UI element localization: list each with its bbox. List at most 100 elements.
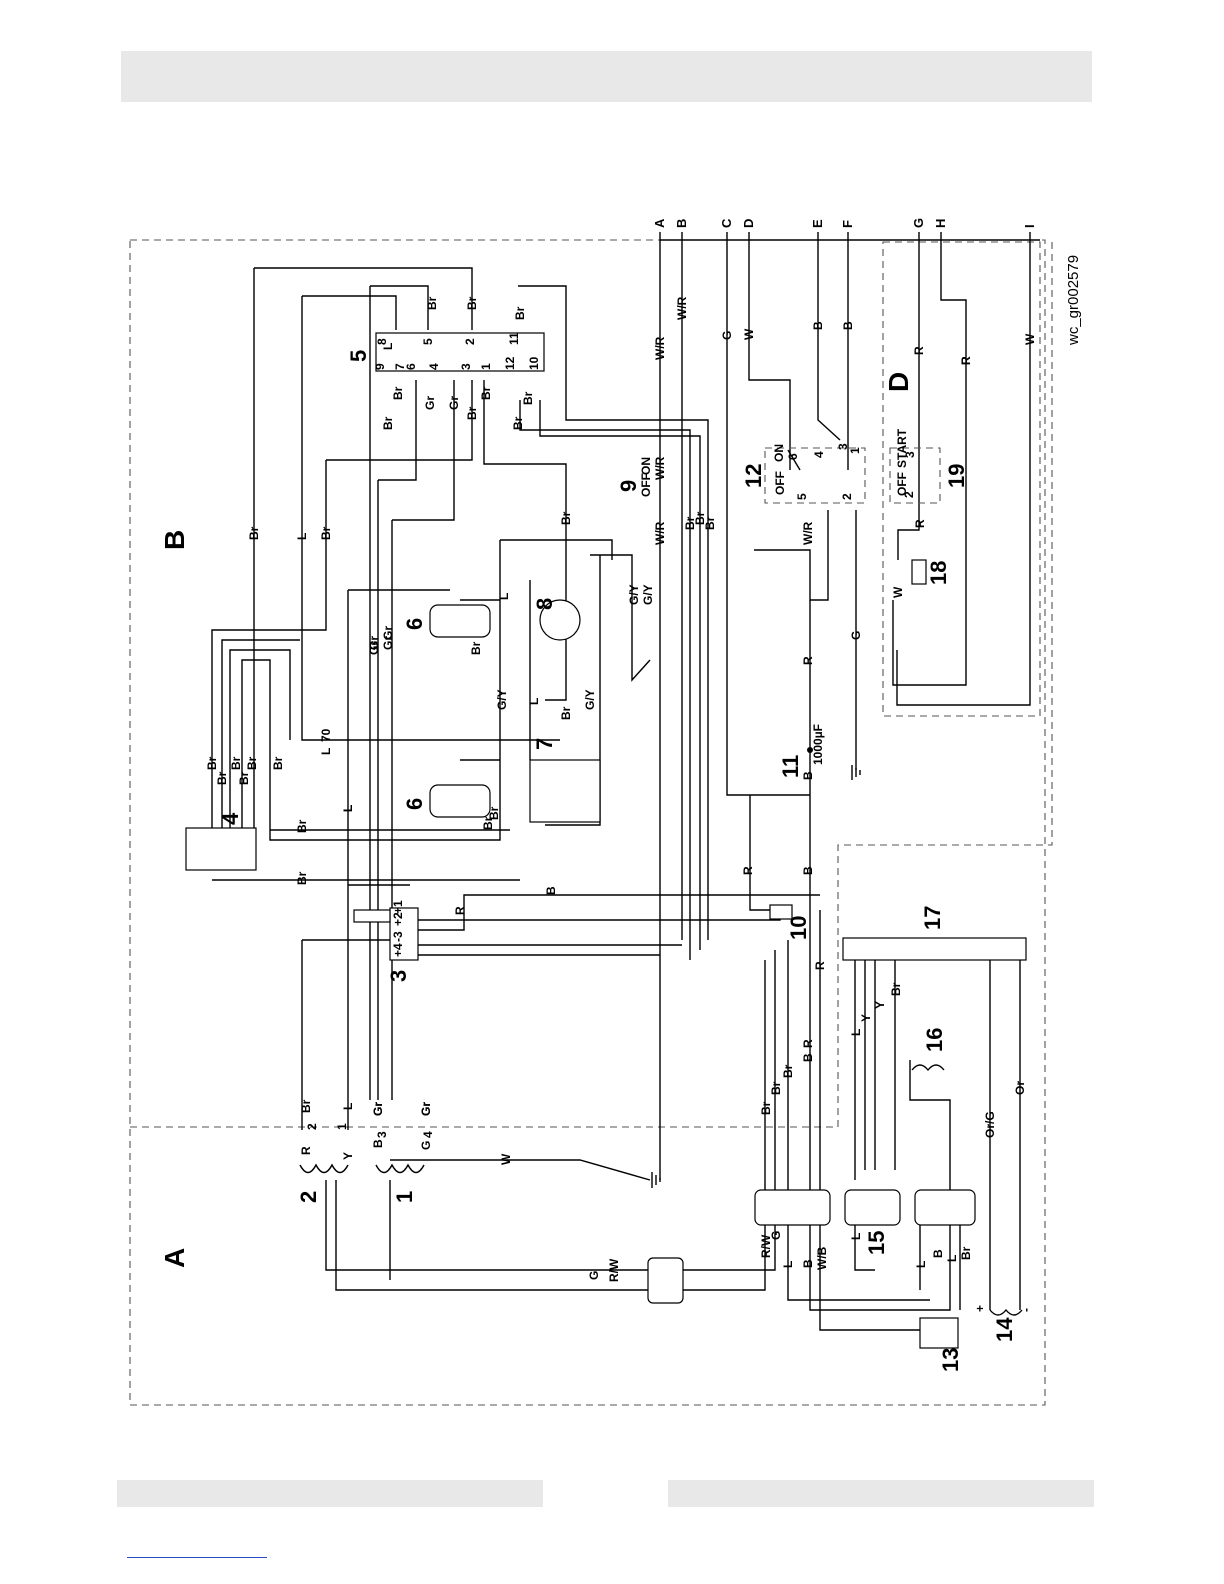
wire-label-w73: Br [889, 982, 903, 996]
ground-symbol-1 [651, 1172, 661, 1188]
wire-label-w46: Br [215, 771, 229, 785]
pin-label-cap: 1000µF [811, 724, 825, 765]
wire-label-w2: W/R [675, 296, 689, 320]
wire-label-w45: Br [205, 756, 219, 770]
pin-label-k2: 4 [812, 451, 826, 458]
pin-label-k7: 3 [903, 451, 917, 458]
pin-label-t10: + [973, 1305, 987, 1312]
wire-label-w84: W [499, 1153, 513, 1165]
pin-label-k10: OFF [773, 471, 787, 495]
wire-label-w52: Br [237, 771, 251, 785]
wire-label-w74: Or/G [983, 1111, 997, 1138]
connector-15 [844, 1189, 901, 1226]
wire-label-w66: R [813, 961, 827, 970]
diode-bridge-3 [389, 907, 419, 961]
wire-label-w13: Br [381, 416, 395, 430]
wire-label-w50: L [341, 805, 355, 812]
pin-label-s12: 10 [527, 356, 541, 370]
coil-2 [299, 1163, 349, 1174]
pin-label-k1: 6 [786, 453, 800, 460]
wire-label-w71: Y [859, 1014, 873, 1022]
wire-label-w82: B [371, 1139, 385, 1148]
component-number-6a: 6 [402, 618, 427, 630]
wire-label-w78: Gr [371, 1102, 385, 1116]
pin-label-t7: +2 [391, 912, 405, 926]
outlet-7-frame [529, 759, 601, 823]
component-number-7: 7 [532, 738, 557, 750]
fuse-10 [769, 904, 793, 920]
wire-label-w60: R [913, 519, 927, 528]
pin-label-s7: 3 [459, 363, 473, 370]
wire-label-w33: G/Y [495, 689, 509, 710]
component-number-2: 2 [296, 1191, 321, 1203]
wire-label-w70: L [849, 1029, 863, 1036]
terminal-b: B [674, 219, 689, 228]
wire-label-w54: B [544, 886, 558, 895]
wire-label-w21: Br [465, 406, 479, 420]
wire-label-w95: G [587, 1271, 601, 1280]
wire-label-w5: B [811, 321, 825, 330]
wire-label-w19: Gr [423, 396, 437, 410]
wire-label-w37: L [319, 748, 333, 755]
wire-label-w43: Br [295, 819, 309, 833]
wire-label-w47: Br [229, 756, 243, 770]
pin-label-k14: OFF [639, 473, 653, 497]
wire-label-w75: Or [1013, 1081, 1027, 1095]
wire-label-w99: L [341, 805, 355, 812]
wire-label-w12: Br [319, 526, 333, 540]
switch-19 [889, 447, 941, 504]
wire-label-w101: Gr [419, 1102, 433, 1116]
wire-label-w90: L [849, 1233, 863, 1240]
wire-label-w44: Br [271, 756, 285, 770]
pin-label-k12: OFF [895, 472, 909, 496]
wire-label-w42: Br [295, 871, 309, 885]
wire-label-w58: R [801, 656, 815, 665]
pin-label-t11: - [1019, 1308, 1033, 1312]
wire-label-w48: Gr [367, 641, 381, 655]
component-number-4: 4 [218, 812, 243, 825]
wire-label-w88: B [801, 1259, 815, 1268]
switch-12 [764, 447, 866, 504]
wire-label-w15: L [381, 343, 395, 350]
terminal-d: D [741, 219, 756, 228]
wire-label-w24: Br [521, 391, 535, 405]
wire-label-w94: R/W [607, 1258, 621, 1282]
wire-label-w32: G/Y [641, 584, 655, 605]
pin-label-k8: 2 [902, 491, 916, 498]
pin-label-t8: +1 [391, 900, 405, 914]
wire-label-w28: Br [683, 516, 697, 530]
wire-label-w65: B [801, 771, 815, 780]
component-number-1: 1 [392, 1191, 417, 1203]
wire-label-w39: Br [469, 641, 483, 655]
connector-left [754, 1189, 831, 1226]
wire-label-w91: B [931, 1249, 945, 1258]
zone-label-b: B [159, 530, 190, 550]
ground-symbol-2 [851, 765, 861, 780]
page-link-underline[interactable] [127, 1557, 267, 1558]
relay-18 [911, 559, 927, 585]
zone-borders [129, 239, 1053, 1406]
pin-label-t6: -3 [391, 931, 405, 942]
wire-label-w100: Gr [371, 1102, 385, 1116]
wire-label-w80: R [299, 1146, 313, 1155]
wire-label-w22: Br [479, 386, 493, 400]
component-number-13: 13 [938, 1348, 963, 1372]
outlet-6-upper [429, 604, 491, 638]
wire-label-w55: R [741, 866, 755, 875]
pin-label-s5: 5 [421, 338, 435, 345]
pin-label-s4: 6 [404, 363, 418, 370]
wire-label-w25: Br [559, 511, 573, 525]
pin-label-s1: 9 [373, 363, 387, 370]
pin-label-k4: 1 [848, 447, 862, 454]
pin-label-t9: 70 [319, 728, 333, 742]
wire-label-w92: Br [959, 1246, 973, 1260]
wire-label-w26: W/R [653, 521, 667, 545]
wire-label-w76: Br [299, 1099, 313, 1113]
pin-label-t1: 2 [305, 1123, 319, 1130]
wire-label-w56: B [801, 866, 815, 875]
wire-label-w87: L [781, 1261, 795, 1268]
wire-label-w29: Br [693, 511, 707, 525]
terminal-g: G [911, 218, 926, 228]
pin-label-k13: ON [639, 457, 653, 475]
